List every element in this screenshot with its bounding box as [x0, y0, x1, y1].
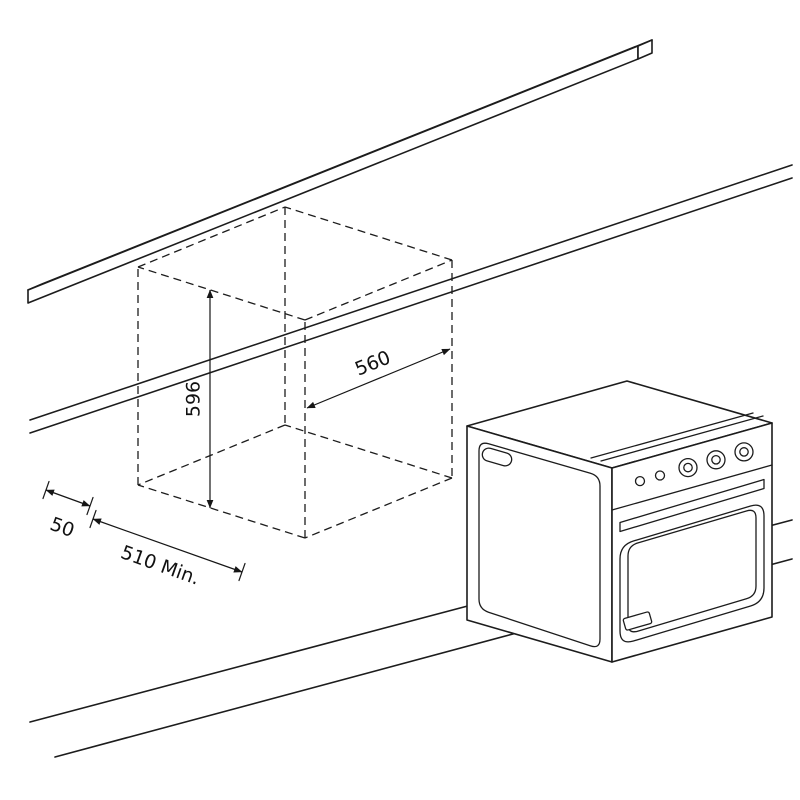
niche-front-top-edge	[304, 259, 453, 321]
dimension-niche-width: 560	[306, 347, 451, 409]
oven-button-2	[654, 470, 666, 481]
niche-depth-bottom-left	[137, 484, 306, 539]
dimension-min-depth: 510 Min.	[89, 509, 246, 590]
dimension-niche-height: 596	[183, 289, 214, 509]
oven-door-handle	[619, 478, 765, 533]
niche-front-bottom-edge	[304, 477, 453, 539]
dimension-510-arrow	[92, 518, 243, 573]
worktop-edge-upper-line	[29, 164, 793, 421]
min-depth-label: 510 Min.	[118, 541, 203, 589]
niche-depth-top-right	[284, 206, 453, 261]
oven-knob-3-center	[739, 447, 749, 457]
oven-side-inset-line	[478, 442, 601, 648]
oven-top-ridge-front-line	[600, 415, 764, 462]
oven-top-ridge-back-line	[590, 412, 754, 459]
back-rail-end-cap	[637, 39, 653, 60]
back-rail	[27, 39, 653, 304]
niche-depth-bottom-right	[284, 424, 453, 479]
oven-side-recess-slot	[481, 447, 513, 467]
worktop-edge-lower-line	[29, 177, 793, 434]
oven-button-1	[634, 475, 646, 487]
oven-control-panel	[611, 442, 773, 511]
oven-door-window-outer-frame	[619, 504, 765, 643]
niche-depth-top-left	[137, 266, 306, 321]
dimension-560-arrow	[306, 348, 451, 409]
oven-knob-1-center	[683, 462, 693, 473]
niche-back-top-edge	[137, 206, 286, 268]
built-in-oven	[466, 380, 773, 663]
front-gap-label: 50	[47, 513, 77, 542]
niche-cutout-dashed-box	[137, 206, 453, 539]
oven-door	[619, 478, 765, 643]
dimension-front-gap: 50	[42, 480, 94, 542]
oven-knob-2-center	[711, 454, 721, 465]
worktop-front-edge	[29, 164, 793, 434]
niche-back-bottom-edge	[137, 424, 286, 486]
oven-door-window-inner-frame	[627, 509, 757, 633]
back-rail-front-face	[27, 45, 639, 304]
niche-height-label: 596	[183, 381, 205, 417]
control-panel-bottom-line	[611, 464, 773, 511]
oven-logo-badge	[622, 611, 653, 631]
dimension-50-arrow	[45, 489, 91, 507]
